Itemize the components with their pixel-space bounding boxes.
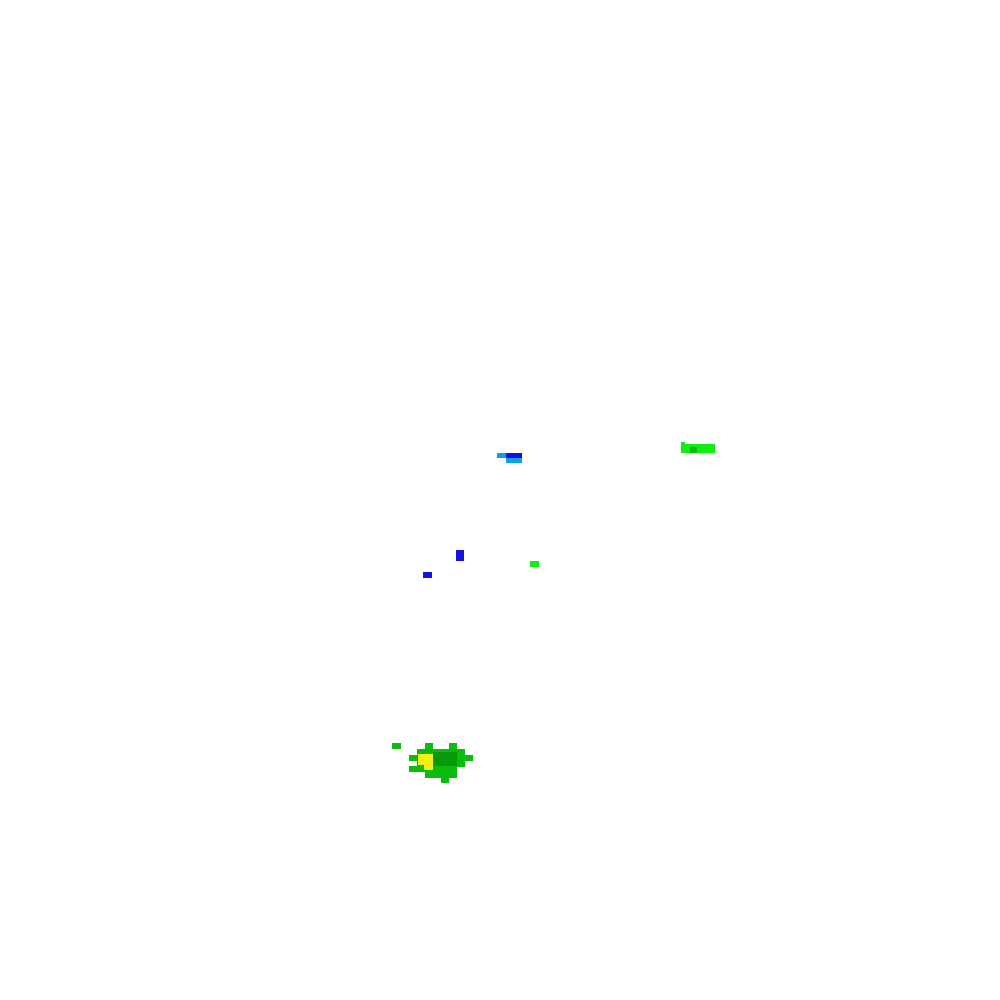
echo-cluster-south-core [418,754,433,765]
echo-cluster-south [425,772,457,778]
echo-cell-east [681,444,715,453]
radar-echoes [392,442,715,783]
echo-cluster-south [392,743,401,749]
echo-cluster-south [449,743,457,749]
echo-cell-upper [497,453,507,458]
echo-speck [530,561,539,567]
echo-cell-upper [506,458,522,463]
echo-cluster-south [425,743,433,749]
echo-cluster-south [433,752,457,766]
echo-cell-upper [506,453,522,458]
echo-cluster-south-core [424,765,433,770]
echo-cell-east [690,447,697,453]
echo-speck [423,572,432,578]
echo-cluster-south [441,778,449,783]
echo-speck [456,550,464,561]
